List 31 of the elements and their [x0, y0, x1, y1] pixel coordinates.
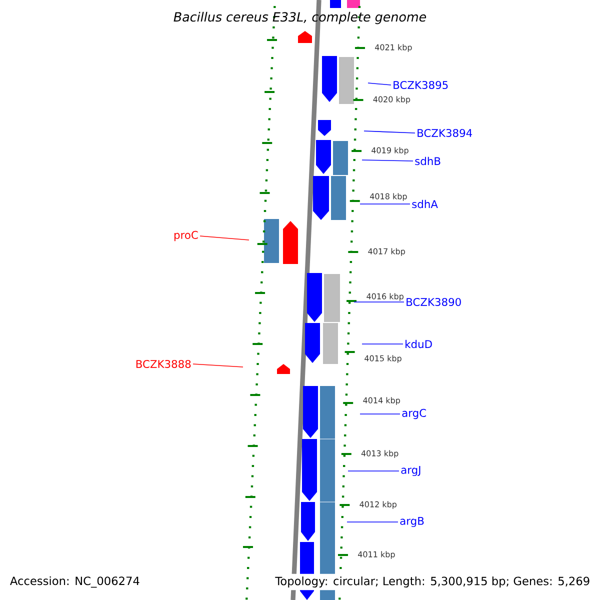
gene-label: argC: [402, 408, 426, 420]
title: Bacillus cereus E33L, complete genome: [174, 12, 426, 24]
gene-label: argB: [400, 517, 424, 527]
accession-text: Accession: NC_006274: [7, 574, 143, 590]
scale-label: 4018 kbp: [370, 193, 407, 201]
scale-label: 4012 kbp: [360, 501, 397, 509]
scale-label: 4013 kbp: [361, 450, 398, 458]
gene-label: proC: [174, 230, 198, 242]
gene-label: BCZK3890: [406, 298, 461, 306]
scale-label: 4011 kbp: [358, 551, 395, 559]
scale-label: 4016 kbp: [366, 293, 404, 301]
gene-label: BCZK3895: [394, 80, 448, 90]
scale-label: 4014 kbp: [363, 397, 400, 405]
genome-info-text: Topology: circular; Length: 5,300,915 bp; Genes: 5,269: [272, 574, 593, 590]
gene-label: BCZK3894: [418, 128, 472, 138]
scale-label: 4017 kbp: [368, 248, 405, 256]
scale-label: 4020 kbp: [373, 96, 410, 104]
leader-line: [368, 82, 392, 86]
gene-label: sdhB: [415, 156, 440, 166]
gene-label: argJ: [401, 466, 420, 476]
scale-label: 4019 kbp: [372, 147, 408, 155]
scale-label: 4015 kbp: [364, 355, 402, 363]
leader-line: [348, 470, 400, 472]
leader-line: [200, 236, 250, 240]
gene-label: kduD: [406, 340, 432, 348]
leader-line: [192, 364, 244, 368]
scale-label: 4021 kbp: [375, 44, 412, 52]
leader-line: [364, 130, 416, 134]
gene-label: sdhA: [412, 200, 438, 208]
leader-line: [362, 160, 414, 162]
gene-label: BCZK3888: [136, 360, 191, 368]
